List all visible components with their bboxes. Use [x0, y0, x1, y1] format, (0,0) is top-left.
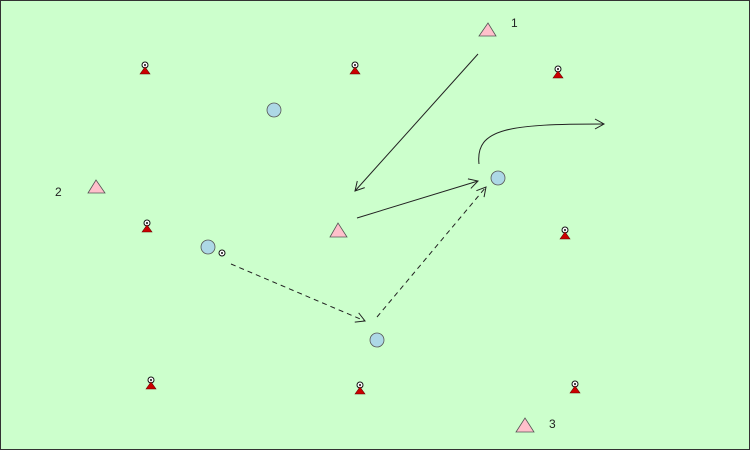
attacker-player-1: [478, 22, 497, 37]
player-label-2: 2: [55, 185, 62, 199]
player-label-1: 1: [511, 16, 518, 30]
attacker-player-3: [515, 417, 535, 433]
defender-player: [490, 170, 506, 186]
pass-arrow: [356, 178, 479, 219]
defender-player: [266, 102, 282, 118]
run-arrow: [478, 118, 606, 165]
dribble-arrow: [230, 263, 366, 323]
pass-arrow: [354, 53, 479, 192]
dribble-arrow: [376, 186, 487, 318]
soccer-ball-icon: [218, 249, 226, 257]
player-label-3: 3: [549, 417, 556, 431]
attacker-player-2: [87, 179, 106, 194]
attacker-player-center: [329, 222, 348, 238]
defender-player: [200, 239, 216, 255]
defender-player: [369, 332, 385, 348]
